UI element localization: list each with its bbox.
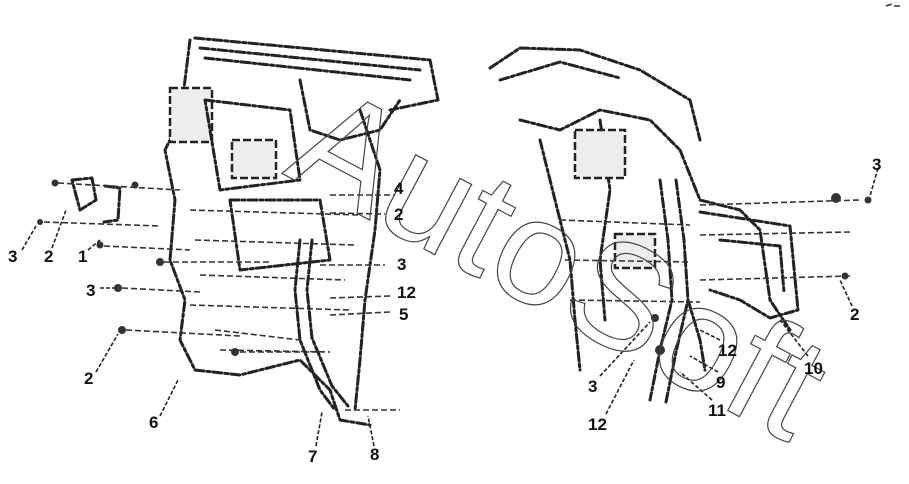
callout-2: 2 (84, 369, 93, 388)
callout-12: 12 (588, 415, 607, 434)
panel-window (613, 232, 657, 270)
panel-window (573, 128, 627, 180)
callout-7: 7 (308, 447, 317, 466)
callout-3: 3 (872, 155, 881, 174)
corner-mark (885, 3, 900, 7)
callout-12: 12 (718, 341, 737, 360)
callout-6: 6 (149, 413, 158, 432)
callout-10: 10 (804, 359, 823, 378)
callout-2: 2 (394, 205, 403, 224)
callout-4: 4 (394, 179, 404, 198)
callout-3: 3 (86, 281, 95, 300)
callout-12: 12 (397, 283, 416, 302)
callout-labels: 3 2 1 3 2 6 7 8 4 2 3 12 5 3 2 10 12 9 1… (8, 155, 881, 466)
callout-3: 3 (397, 255, 406, 274)
callout-11: 11 (708, 401, 726, 420)
callout-5: 5 (399, 305, 408, 324)
callout-3: 3 (588, 377, 597, 396)
left-assembly (21, 36, 440, 447)
callout-2: 2 (850, 305, 859, 324)
callout-9: 9 (716, 373, 725, 392)
callout-3: 3 (8, 247, 17, 266)
callout-2: 2 (44, 247, 53, 266)
callout-8: 8 (370, 445, 379, 464)
right-assembly (488, 46, 879, 415)
panel-window (230, 138, 278, 180)
callout-1: 1 (78, 247, 87, 266)
panel-window (168, 86, 214, 144)
